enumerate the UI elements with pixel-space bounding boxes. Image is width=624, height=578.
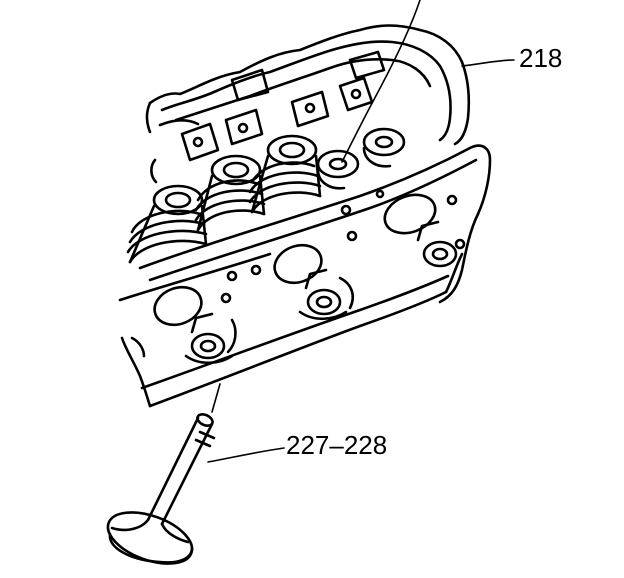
valve-springs bbox=[126, 127, 406, 264]
callout-head-label: 218 bbox=[519, 43, 563, 73]
deck-face bbox=[118, 144, 492, 327]
lower-face bbox=[120, 220, 464, 408]
valve-part bbox=[106, 413, 216, 565]
leader-lines bbox=[207, 0, 515, 463]
head-casting bbox=[145, 24, 471, 184]
callout-valve-label: 227–228 bbox=[286, 430, 388, 460]
